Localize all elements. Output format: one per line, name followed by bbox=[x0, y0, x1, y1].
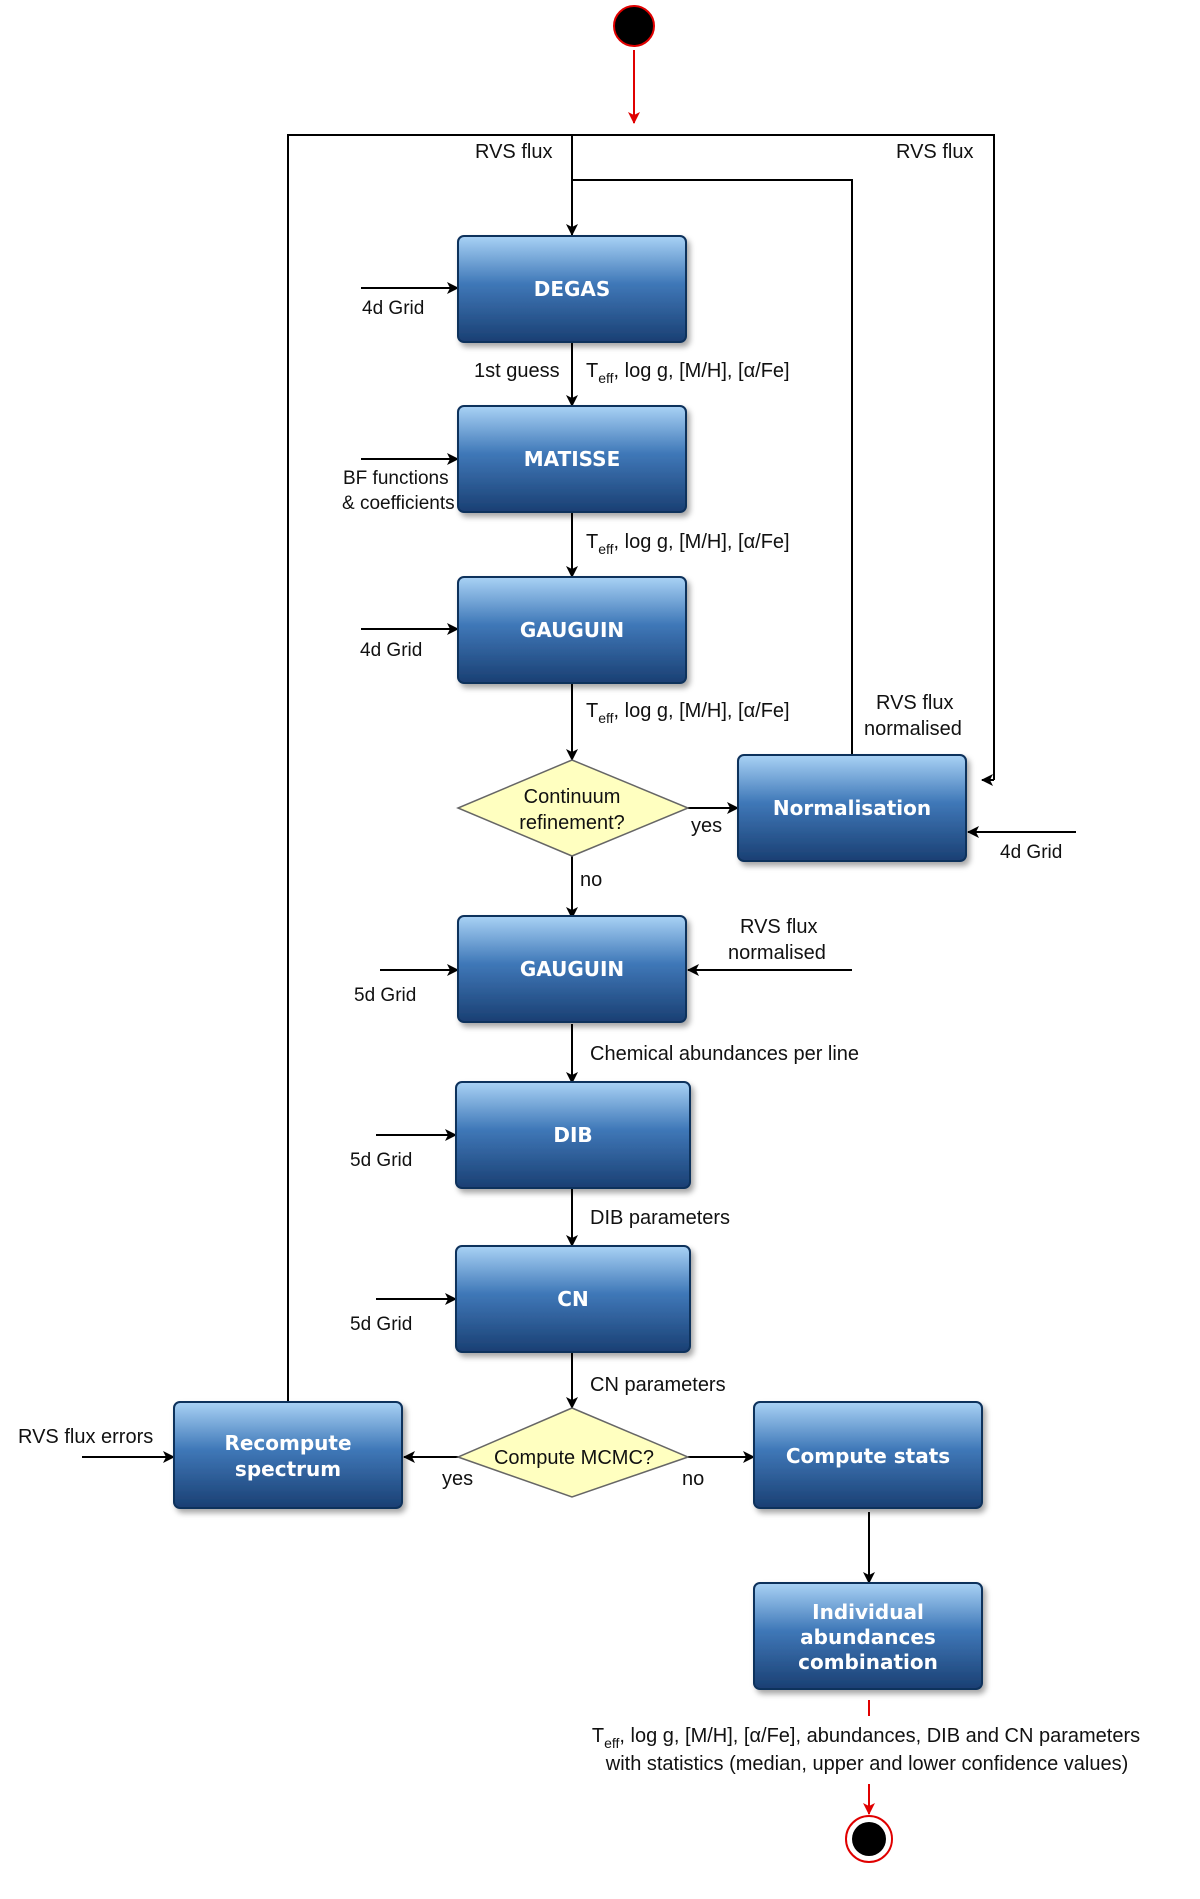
rvs-flux-norm-label-3: RVS flux bbox=[740, 916, 817, 938]
no-label-mcmc: no bbox=[682, 1468, 704, 1490]
grid-4d-label-norm: 4d Grid bbox=[1000, 842, 1062, 863]
continuum-decision bbox=[456, 759, 690, 857]
gauguin-label-1: GAUGUIN bbox=[520, 618, 624, 642]
feedback-lines bbox=[287, 134, 995, 1402]
rvs-flux-errors-label: RVS flux errors bbox=[18, 1426, 153, 1448]
normalisation-box bbox=[737, 754, 967, 862]
start-node bbox=[613, 5, 655, 47]
params-label-1: Teff, log g, [M/H], [α/Fe] bbox=[586, 360, 790, 386]
bf-coefficients-label: & coefficients bbox=[342, 493, 455, 514]
first-guess-label: 1st guess bbox=[474, 360, 560, 382]
no-label-continuum: no bbox=[580, 869, 602, 891]
continuum-text-2: refinement? bbox=[519, 812, 625, 834]
rvs-flux-norm-label-1: RVS flux bbox=[876, 692, 953, 714]
bf-functions-label: BF functions bbox=[343, 468, 449, 489]
mcmc-decision bbox=[455, 1407, 691, 1498]
rvs-flux-norm-label-4: normalised bbox=[728, 942, 826, 964]
grid-4d-label-degas: 4d Grid bbox=[362, 298, 424, 319]
params-label-3: Teff, log g, [M/H], [α/Fe] bbox=[586, 700, 790, 726]
final-output-line-2: with statistics (median, upper and lower… bbox=[605, 1753, 1128, 1775]
dib-box bbox=[455, 1081, 691, 1189]
chemical-abundances-label: Chemical abundances per line bbox=[590, 1043, 859, 1065]
dib-parameters-label: DIB parameters bbox=[590, 1207, 730, 1229]
degas-label: DEGAS bbox=[534, 277, 611, 301]
matisse-box bbox=[457, 405, 687, 513]
recompute-label-2: spectrum bbox=[235, 1457, 341, 1481]
final-output-line-1: Teff, log g, [M/H], [α/Fe], abundances, … bbox=[592, 1725, 1140, 1751]
end-node bbox=[845, 1815, 893, 1863]
cn-box bbox=[455, 1245, 691, 1353]
rvs-flux-norm-label-2: normalised bbox=[864, 718, 962, 740]
grid-5d-label-gauguin: 5d Grid bbox=[354, 985, 416, 1006]
yes-label-continuum: yes bbox=[691, 815, 722, 837]
rvs-flux-label-left: RVS flux bbox=[475, 141, 552, 163]
cn-label: CN bbox=[557, 1287, 588, 1311]
stats-box bbox=[753, 1401, 983, 1509]
stats-label: Compute stats bbox=[786, 1444, 950, 1468]
cn-parameters-label: CN parameters bbox=[590, 1374, 726, 1396]
combination-label-1: Individual bbox=[812, 1600, 924, 1624]
combination-label-2: abundances bbox=[800, 1625, 936, 1649]
grid-5d-label-cn: 5d Grid bbox=[350, 1314, 412, 1335]
degas-box bbox=[457, 235, 687, 343]
normalisation-label: Normalisation bbox=[773, 796, 931, 820]
recompute-box bbox=[173, 1401, 403, 1509]
yes-label-mcmc: yes bbox=[442, 1468, 473, 1490]
params-label-2: Teff, log g, [M/H], [α/Fe] bbox=[586, 531, 790, 557]
gauguin-box-1 bbox=[457, 576, 687, 684]
combination-label-3: combination bbox=[798, 1650, 938, 1674]
gauguin-box-2 bbox=[457, 915, 687, 1023]
mcmc-text: Compute MCMC? bbox=[494, 1447, 654, 1469]
continuum-text-1: Continuum bbox=[524, 786, 621, 808]
matisse-label: MATISSE bbox=[524, 447, 620, 471]
recompute-label-1: Recompute bbox=[224, 1431, 351, 1455]
grid-5d-label-dib: 5d Grid bbox=[350, 1150, 412, 1171]
flow-arrows bbox=[82, 282, 1076, 1584]
dib-label: DIB bbox=[553, 1123, 592, 1147]
rvs-flux-label-right: RVS flux bbox=[896, 141, 973, 163]
combination-box bbox=[753, 1582, 983, 1690]
gauguin-label-2: GAUGUIN bbox=[520, 957, 624, 981]
grid-4d-label-gauguin: 4d Grid bbox=[360, 640, 422, 661]
